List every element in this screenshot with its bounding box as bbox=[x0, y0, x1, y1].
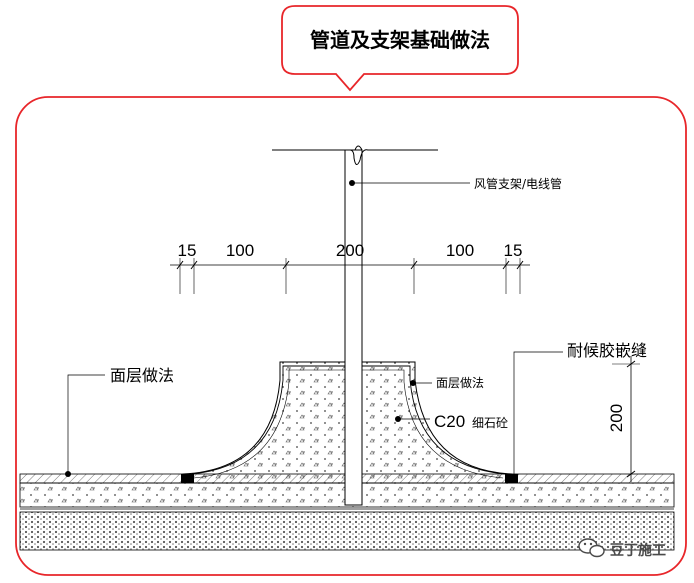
post-break-inner bbox=[354, 145, 363, 151]
title-callout bbox=[281, 5, 519, 92]
label-concrete-grade: C20 bbox=[434, 412, 465, 431]
dim-label-200-vertical: 200 bbox=[607, 404, 626, 432]
wechat-icon bbox=[578, 538, 605, 558]
support-post bbox=[344, 149, 363, 506]
post-break-mark bbox=[272, 149, 438, 165]
label-surface-left: 面层做法 bbox=[110, 366, 174, 385]
diagram-title: 管道及支架基础做法 bbox=[310, 28, 490, 52]
watermark-text: 豆丁施工 bbox=[610, 542, 666, 559]
leader-line-surface-left bbox=[67, 374, 105, 474]
dim-label-15-right: 15 bbox=[504, 241, 523, 260]
main-frame bbox=[15, 96, 687, 576]
sealant-block-left bbox=[181, 474, 194, 483]
label-weather-sealant: 耐候胶嵌缝 bbox=[567, 341, 647, 360]
label-concrete-type: 细石砼 bbox=[472, 416, 508, 430]
leader-line-sealant bbox=[513, 351, 563, 478]
dim-label-15-left: 15 bbox=[178, 241, 197, 260]
watermark: 豆丁施工 bbox=[578, 538, 666, 559]
dim-extension-lines bbox=[179, 258, 521, 294]
label-duct-support: 风管支架/电线管 bbox=[474, 176, 562, 191]
dim-vert-tick-bottom bbox=[626, 470, 636, 478]
dim-label-200: 200 bbox=[336, 241, 364, 260]
floor-gravel-layer bbox=[19, 511, 675, 551]
dim-label-100-left: 100 bbox=[226, 241, 254, 260]
dim-label-100-right: 100 bbox=[446, 241, 474, 260]
label-surface-inner: 面层做法 bbox=[436, 375, 484, 390]
